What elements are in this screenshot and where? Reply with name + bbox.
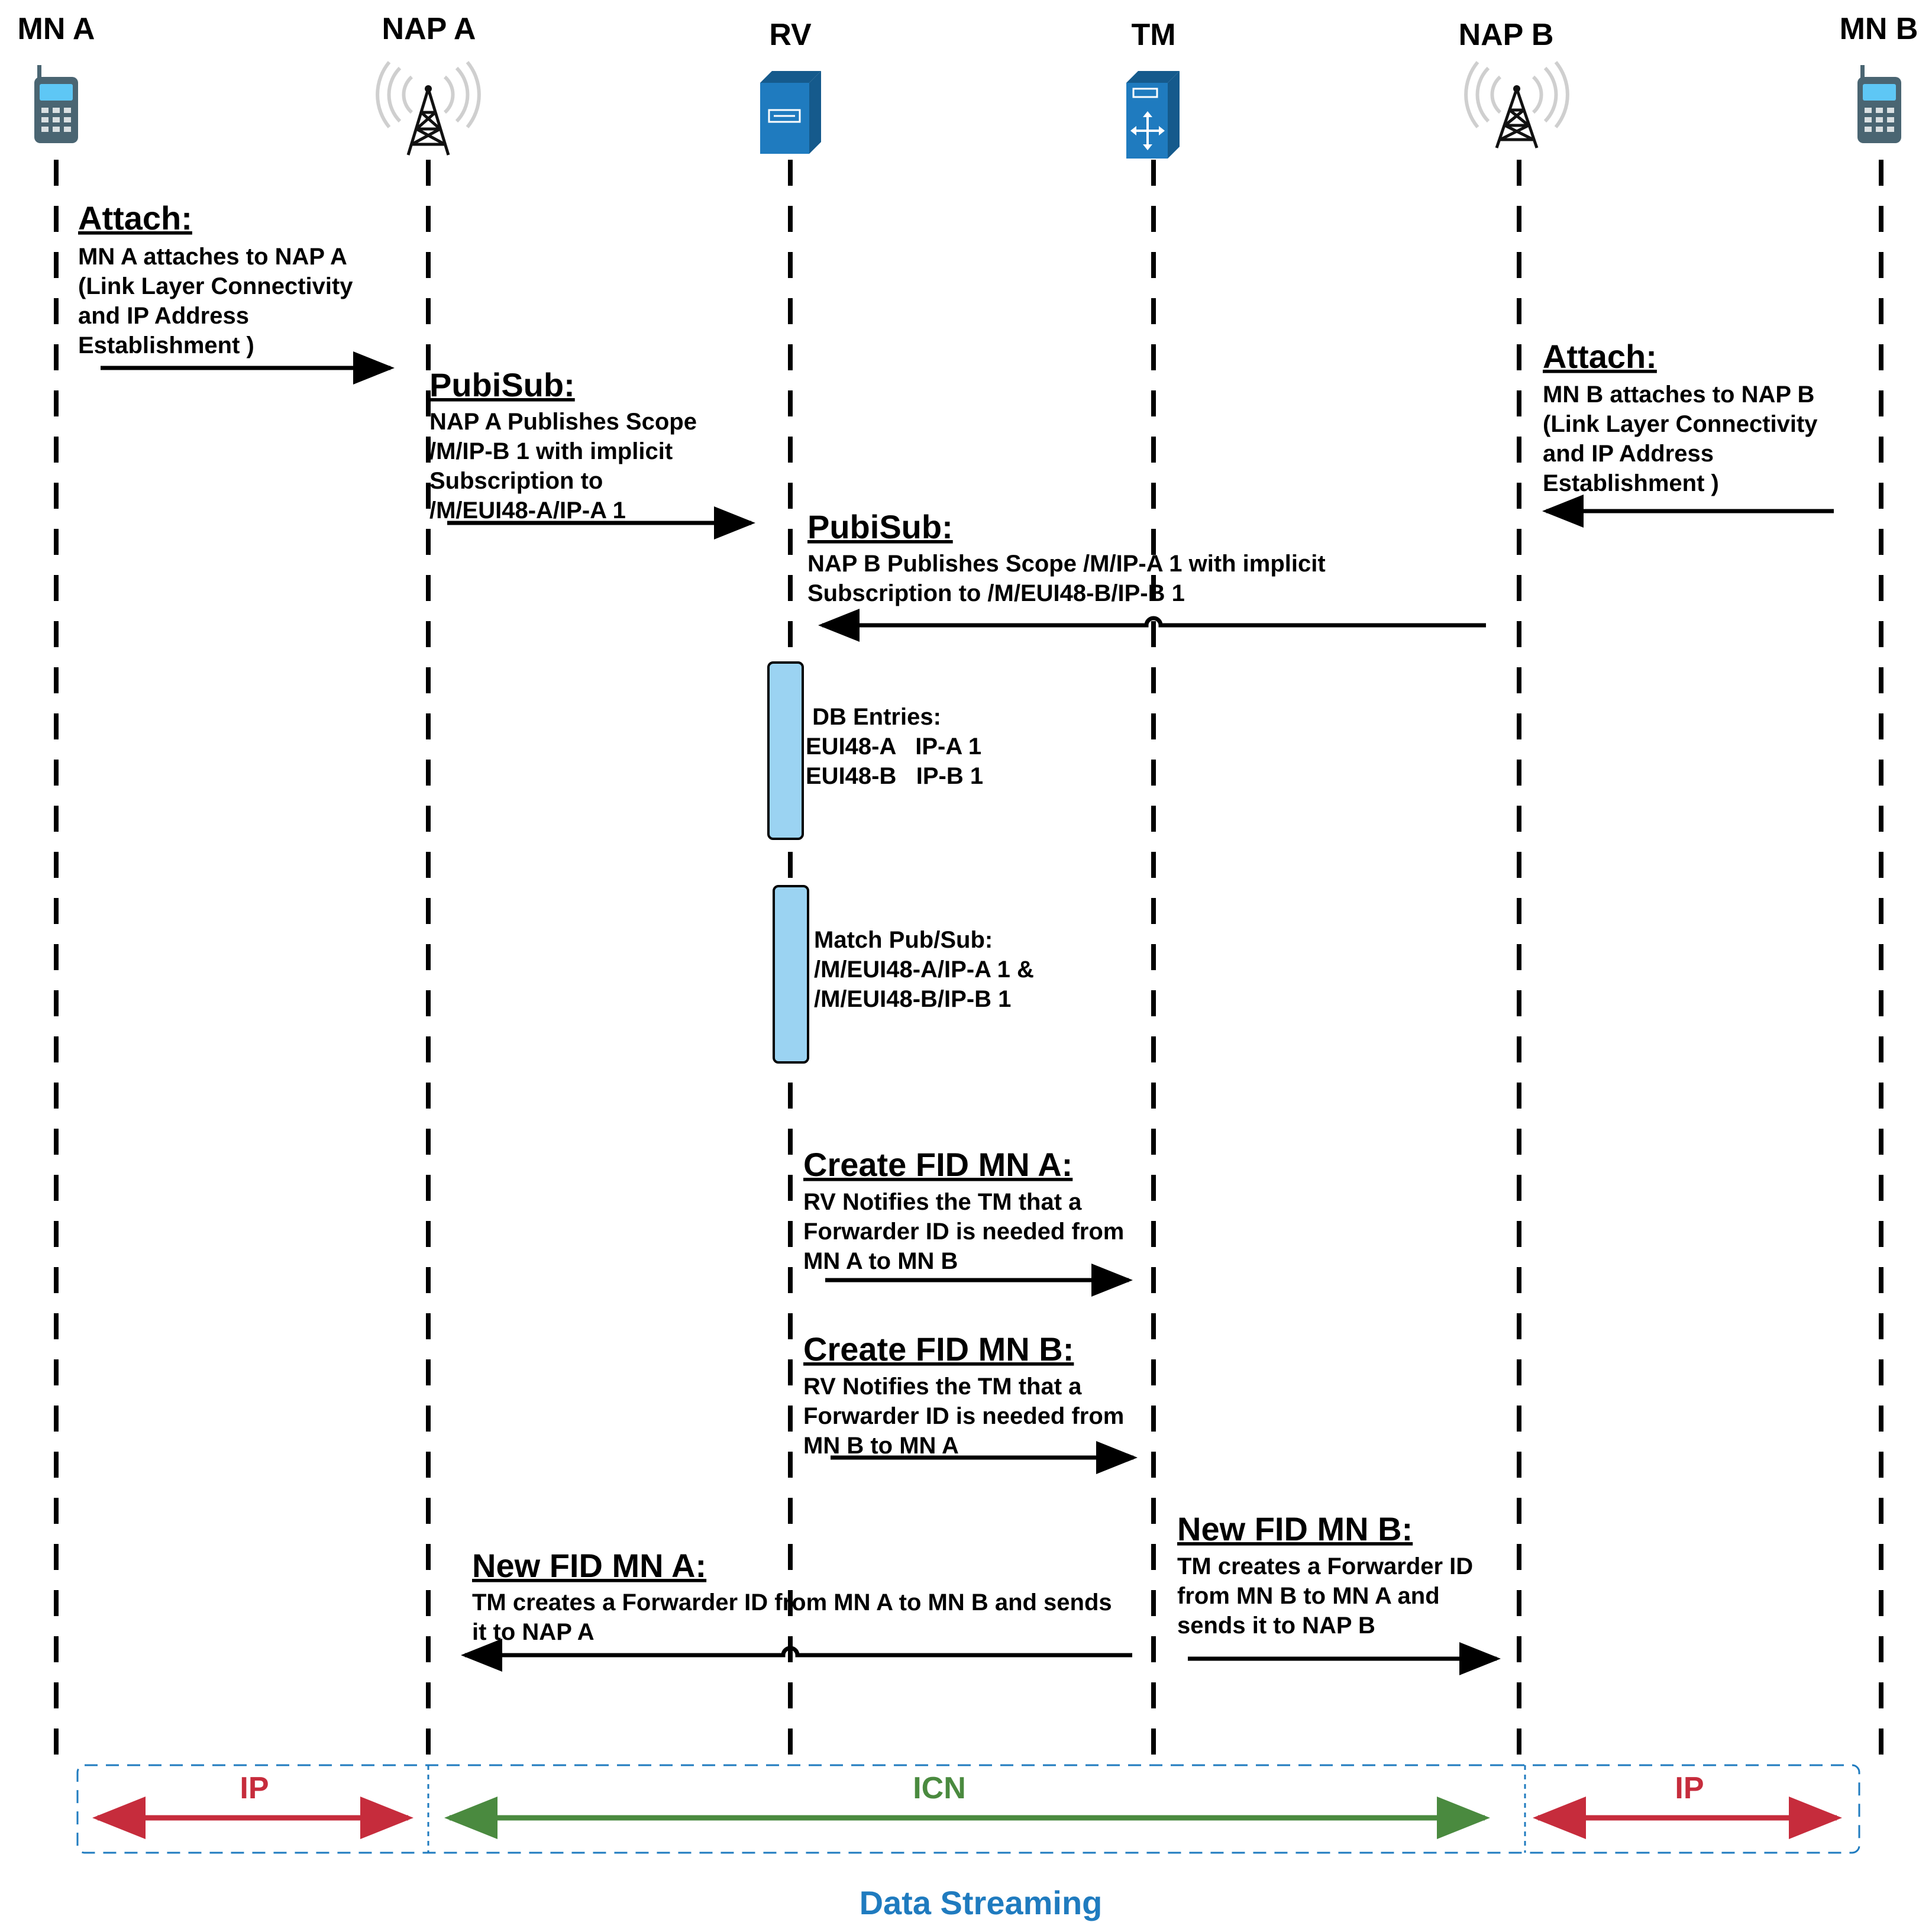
message-line: MN B attaches to NAP B xyxy=(1543,382,1814,408)
participant-label: MN A xyxy=(18,12,95,46)
note-db-entries: DB Entries: EUI48-A IP-A 1 EUI48-B IP-B … xyxy=(806,704,983,789)
participant-label: MN B xyxy=(1840,12,1918,46)
message-line: NAP B Publishes Scope /M/IP-A 1 with imp… xyxy=(807,551,1326,577)
band-ip-left: IP xyxy=(92,1771,413,1839)
note-line: /M/EUI48-B/IP-B 1 xyxy=(814,986,1011,1012)
participant-label: TM xyxy=(1131,18,1175,52)
band-icn: ICN xyxy=(444,1771,1490,1839)
band-label: IP xyxy=(1675,1771,1704,1805)
participant-mn-b: MN B xyxy=(1840,12,1918,143)
note-line: Match Pub/Sub: xyxy=(814,927,993,953)
message-line: MN B to MN A xyxy=(803,1433,959,1459)
message-create-fid-a: Create FID MN A: RV Notifies the TM that… xyxy=(803,1146,1133,1297)
message-line: MN A attaches to NAP A xyxy=(78,244,347,270)
participant-nap-b: NAP B xyxy=(1459,18,1569,148)
message-line: /M/EUI48-A/IP-A 1 xyxy=(429,497,626,524)
server-icon xyxy=(760,71,821,154)
message-new-fid-a: New FID MN A: TM creates a Forwarder ID … xyxy=(461,1547,1132,1672)
message-title: Create FID MN B: xyxy=(803,1330,1074,1368)
participant-rv: RV xyxy=(760,18,821,154)
antenna-tower-icon xyxy=(376,61,481,156)
message-line: RV Notifies the TM that a xyxy=(803,1189,1082,1215)
activation-db-entries xyxy=(767,661,804,840)
message-line: TM creates a Forwarder ID from MN A to M… xyxy=(472,1589,1112,1616)
message-pubsub-b: PubiSub: NAP B Publishes Scope /M/IP-A 1… xyxy=(807,508,1486,642)
message-title: PubiSub: xyxy=(807,508,953,545)
message-line: TM creates a Forwarder ID xyxy=(1177,1553,1473,1579)
participant-nap-a: NAP A xyxy=(376,12,481,156)
message-create-fid-b: Create FID MN B: RV Notifies the TM that… xyxy=(803,1330,1138,1474)
mobile-phone-icon xyxy=(34,65,78,143)
message-line: and IP Address xyxy=(1543,441,1714,467)
participant-label: NAP B xyxy=(1459,18,1554,52)
band-border xyxy=(76,1764,1860,1854)
message-line: Establishment ) xyxy=(78,332,254,358)
message-line: RV Notifies the TM that a xyxy=(803,1374,1082,1400)
protocol-band: IP ICN IP xyxy=(76,1764,1860,1854)
message-line: Forwarder ID is needed from xyxy=(803,1219,1124,1245)
message-attach-a: Attach: MN A attaches to NAP A (Link Lay… xyxy=(78,199,395,385)
message-arrow xyxy=(461,1639,1132,1672)
mobile-phone-icon xyxy=(1857,65,1901,143)
message-title: Attach: xyxy=(1543,338,1657,375)
activation-match-pubsub xyxy=(773,885,809,1064)
antenna-tower-icon xyxy=(1464,61,1569,148)
message-line: MN A to MN B xyxy=(803,1248,958,1274)
band-ip-right: IP xyxy=(1533,1771,1842,1839)
message-line: from MN B to MN A and xyxy=(1177,1583,1440,1609)
message-line: Establishment ) xyxy=(1543,470,1719,496)
note-line: EUI48-B IP-B 1 xyxy=(806,763,983,789)
message-line: Subscription to xyxy=(429,468,603,494)
message-line: NAP A Publishes Scope xyxy=(429,409,697,435)
participant-mn-a: MN A xyxy=(18,12,95,143)
message-title: Create FID MN A: xyxy=(803,1146,1072,1183)
message-new-fid-b: New FID MN B: TM creates a Forwarder ID … xyxy=(1177,1510,1501,1675)
message-title: New FID MN B: xyxy=(1177,1510,1413,1547)
message-line: and IP Address xyxy=(78,303,249,329)
message-line: (Link Layer Connectivity xyxy=(78,273,353,299)
note-match-pubsub: Match Pub/Sub: /M/EUI48-A/IP-A 1 & /M/EU… xyxy=(814,927,1034,1012)
message-line: Forwarder ID is needed from xyxy=(803,1403,1124,1429)
participant-label: NAP A xyxy=(382,12,476,46)
participant-tm: TM xyxy=(1126,18,1180,159)
note-line: DB Entries: xyxy=(806,704,941,730)
note-line: /M/EUI48-A/IP-A 1 & xyxy=(814,957,1034,983)
participant-label: RV xyxy=(769,18,812,52)
band-label: IP xyxy=(240,1771,269,1805)
message-line: Subscription to /M/EUI48-B/IP-B 1 xyxy=(807,580,1185,606)
message-title: New FID MN A: xyxy=(472,1547,706,1584)
router-server-icon xyxy=(1126,71,1180,159)
message-line: (Link Layer Connectivity xyxy=(1543,411,1818,437)
note-line: EUI48-A IP-A 1 xyxy=(806,734,981,760)
message-attach-b: Attach: MN B attaches to NAP B (Link Lay… xyxy=(1542,338,1834,528)
message-line: it to NAP A xyxy=(472,1619,595,1645)
message-title: PubiSub: xyxy=(429,366,575,403)
message-pubsub-a: PubiSub: NAP A Publishes Scope /M/IP-B 1… xyxy=(429,366,755,539)
band-label: ICN xyxy=(913,1771,966,1805)
message-line: /M/IP-B 1 with implicit xyxy=(429,438,673,464)
message-arrow xyxy=(818,609,1486,642)
message-title: Attach: xyxy=(78,199,192,237)
message-line: sends it to NAP B xyxy=(1177,1613,1375,1639)
footer-caption: Data Streaming xyxy=(860,1884,1103,1921)
